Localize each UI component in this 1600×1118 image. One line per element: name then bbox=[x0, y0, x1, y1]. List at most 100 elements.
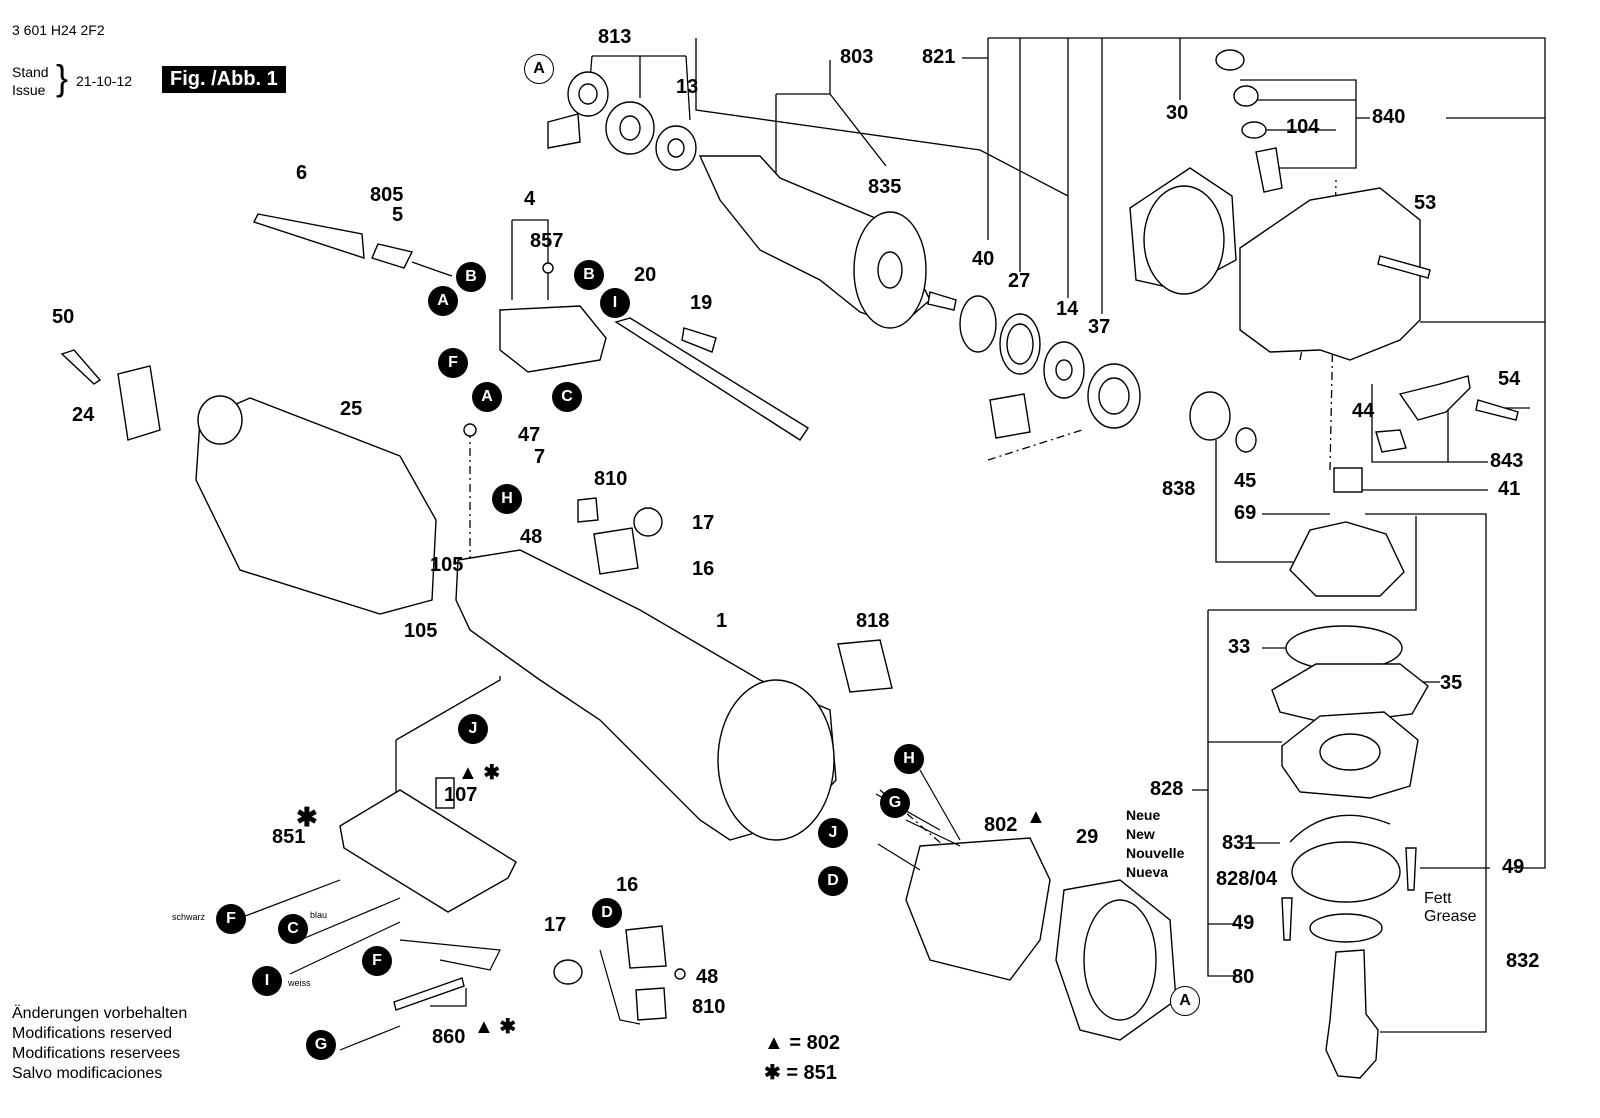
part-label-828-04: 828/04 bbox=[1216, 868, 1278, 890]
part-number: 3 601 H24 2F2 bbox=[12, 22, 105, 38]
part-label-802: 802 bbox=[984, 814, 1018, 836]
triangle-star-mark-107: ▲ ✱ bbox=[458, 762, 501, 784]
footer-note: Änderungen vorbehalten Modifications res… bbox=[12, 1004, 187, 1084]
stand-label: Stand bbox=[12, 64, 49, 80]
callout-B-cord: B bbox=[456, 262, 486, 292]
part-label-49-right: 49 bbox=[1502, 856, 1525, 878]
callout-G-plate: G bbox=[306, 1030, 336, 1060]
footer-line-fr: Modifications reservees bbox=[12, 1045, 181, 1062]
part-label-843: 843 bbox=[1490, 450, 1524, 472]
part-label-821: 821 bbox=[922, 46, 956, 68]
part-label-27: 27 bbox=[1008, 270, 1031, 292]
grease-note: Fett Grease bbox=[1424, 890, 1476, 926]
part-label-69: 69 bbox=[1234, 502, 1257, 524]
callout-J-coil: J bbox=[818, 818, 848, 848]
wire-note-schwarz: schwarz bbox=[172, 912, 206, 922]
callout-G-coil: G bbox=[880, 788, 910, 818]
new-note-line-de: Neue bbox=[1126, 807, 1161, 823]
part-label-53: 53 bbox=[1414, 192, 1437, 214]
callout-A-guard: A bbox=[1170, 986, 1200, 1016]
part-label-810-top: 810 bbox=[594, 468, 628, 490]
callout-F-switch: F bbox=[438, 348, 468, 378]
new-part-note: Neue New Nouvelle Nueva bbox=[1126, 806, 1184, 882]
grease-note-en: Grease bbox=[1424, 908, 1477, 925]
part-label-5: 5 bbox=[392, 204, 404, 226]
part-label-803: 803 bbox=[840, 46, 874, 68]
callout-F-plate: F bbox=[216, 904, 246, 934]
part-label-49-left: 49 bbox=[1232, 912, 1255, 934]
part-label-29: 29 bbox=[1076, 826, 1099, 848]
callout-F-wire: F bbox=[362, 946, 392, 976]
callout-A-cord: A bbox=[428, 286, 458, 316]
part-label-838: 838 bbox=[1162, 478, 1196, 500]
issue-brace: } bbox=[56, 57, 69, 98]
part-label-851: 851 bbox=[272, 826, 306, 848]
part-label-831: 831 bbox=[1222, 832, 1256, 854]
part-label-105-a: 105 bbox=[430, 554, 464, 576]
part-label-45: 45 bbox=[1234, 470, 1257, 492]
part-label-17-top: 17 bbox=[692, 512, 715, 534]
footer-line-en: Modifications reserved bbox=[12, 1025, 173, 1042]
star-mark-851: ✱ bbox=[296, 802, 318, 832]
part-label-48-top: 48 bbox=[520, 526, 543, 548]
part-label-54: 54 bbox=[1498, 368, 1521, 390]
part-label-33: 33 bbox=[1228, 636, 1251, 658]
footer-line-es: Salvo modificaciones bbox=[12, 1065, 163, 1082]
part-label-107: 107 bbox=[444, 784, 478, 806]
part-label-818: 818 bbox=[856, 610, 890, 632]
part-label-6: 6 bbox=[296, 162, 308, 184]
part-label-47: 47 bbox=[518, 424, 541, 446]
grease-note-de: Fett bbox=[1424, 890, 1452, 907]
new-note-line-es: Nueva bbox=[1126, 864, 1169, 880]
part-label-835: 835 bbox=[868, 176, 902, 198]
legend-star: ✱ = 851 bbox=[764, 1062, 837, 1084]
callout-C-plate: C bbox=[278, 914, 308, 944]
part-label-104: 104 bbox=[1286, 116, 1320, 138]
issue-date: 21-10-12 bbox=[76, 73, 133, 89]
part-label-828: 828 bbox=[1150, 778, 1184, 800]
part-label-17-bottom: 17 bbox=[544, 914, 567, 936]
part-label-24: 24 bbox=[72, 404, 95, 426]
callout-J-plate: J bbox=[458, 714, 488, 744]
part-label-860: 860 bbox=[432, 1026, 466, 1048]
triangle-mark-802: ▲ bbox=[1026, 806, 1046, 828]
part-label-13: 13 bbox=[676, 76, 699, 98]
part-label-14: 14 bbox=[1056, 298, 1079, 320]
triangle-star-mark-860: ▲ ✱ bbox=[474, 1016, 517, 1038]
part-label-19: 19 bbox=[690, 292, 713, 314]
callout-A-top: A bbox=[524, 54, 554, 84]
new-note-line-en: New bbox=[1126, 826, 1155, 842]
footer-line-de: Änderungen vorbehalten bbox=[12, 1005, 188, 1022]
callout-I-plate: I bbox=[252, 966, 282, 996]
part-label-40: 40 bbox=[972, 248, 995, 270]
callout-H-coil: H bbox=[894, 744, 924, 774]
part-label-48-bottom: 48 bbox=[696, 966, 719, 988]
part-label-50: 50 bbox=[52, 306, 75, 328]
part-label-7: 7 bbox=[534, 446, 546, 468]
part-label-35: 35 bbox=[1440, 672, 1463, 694]
callout-B-switch: B bbox=[574, 260, 604, 290]
part-label-810-bottom: 810 bbox=[692, 996, 726, 1018]
legend-triangle: ▲ = 802 bbox=[764, 1032, 840, 1054]
part-label-840: 840 bbox=[1372, 106, 1406, 128]
callout-H-brush: H bbox=[492, 484, 522, 514]
part-label-37: 37 bbox=[1088, 316, 1111, 338]
part-label-25: 25 bbox=[340, 398, 363, 420]
callout-C-switch: C bbox=[552, 382, 582, 412]
callout-D-coil: D bbox=[818, 866, 848, 896]
wire-note-blau: blau bbox=[310, 910, 328, 920]
part-label-1: 1 bbox=[716, 610, 728, 632]
part-label-105-b: 105 bbox=[404, 620, 438, 642]
issue-label: Issue bbox=[12, 82, 46, 98]
new-note-line-fr: Nouvelle bbox=[1126, 845, 1185, 861]
part-label-44: 44 bbox=[1352, 400, 1375, 422]
part-label-41: 41 bbox=[1498, 478, 1521, 500]
part-label-857: 857 bbox=[530, 230, 564, 252]
part-label-813: 813 bbox=[598, 26, 632, 48]
callout-I-switch: I bbox=[600, 288, 630, 318]
figure-label: Fig. /Abb. 1 bbox=[162, 66, 286, 93]
callout-D-brush: D bbox=[592, 898, 622, 928]
part-label-16-bottom: 16 bbox=[616, 874, 639, 896]
part-label-832: 832 bbox=[1506, 950, 1540, 972]
